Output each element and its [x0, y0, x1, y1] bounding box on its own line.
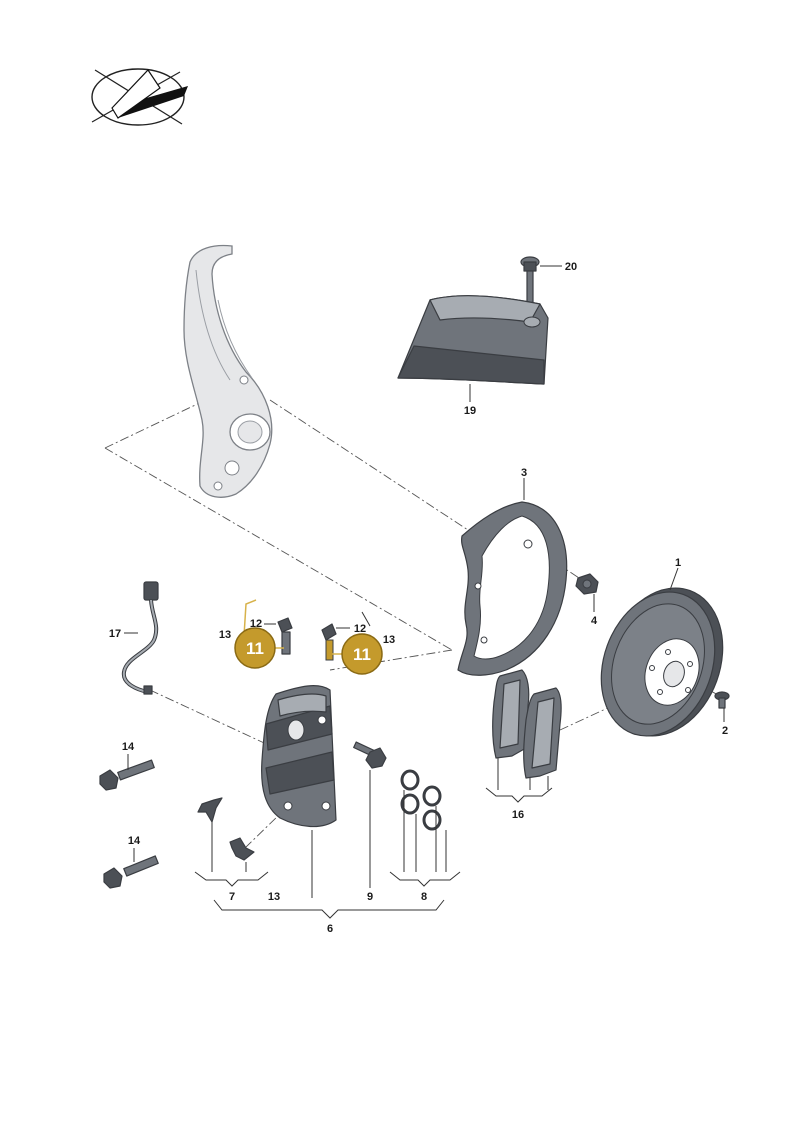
splash-shield-19: [397, 295, 549, 385]
bleeder-screw-left: [277, 617, 293, 655]
callout-3[interactable]: 3: [521, 467, 527, 479]
leader-lines: [124, 265, 725, 919]
callout-19[interactable]: 19: [464, 405, 476, 417]
callout-12-left[interactable]: 12: [250, 618, 262, 630]
callout-1[interactable]: 1: [675, 557, 681, 569]
bolt-4: [575, 573, 599, 595]
bleeder-screw-right: [321, 623, 337, 661]
badge-11-right-label: 11: [353, 645, 371, 664]
bolt-14-upper: [99, 759, 155, 791]
badge-11-left[interactable]: 11: [234, 627, 276, 669]
callout-4[interactable]: 4: [591, 615, 598, 627]
callout-8[interactable]: 8: [421, 891, 427, 903]
callout-labels: 1 2 3 4 6 7 8 9 12 12 13 13 13 14 14 16 …: [109, 261, 728, 935]
callout-14-lower[interactable]: 14: [128, 835, 141, 847]
callout-14-upper[interactable]: 14: [122, 741, 135, 753]
spring-clips-7: [197, 797, 255, 861]
callout-2[interactable]: 2: [722, 725, 728, 737]
callout-17[interactable]: 17: [109, 628, 121, 640]
badge-11-left-label: 11: [246, 639, 264, 658]
callout-6[interactable]: 6: [327, 923, 333, 935]
bolt-14-lower: [103, 855, 159, 889]
callout-7[interactable]: 7: [229, 891, 235, 903]
callout-12-right[interactable]: 12: [354, 623, 366, 635]
screw-2: [714, 691, 730, 709]
manufacturer-logo-icon: [91, 68, 188, 126]
callout-9[interactable]: 9: [367, 891, 373, 903]
brake-disc-1: [600, 587, 724, 737]
callout-20[interactable]: 20: [565, 261, 577, 273]
callout-13-bottom[interactable]: 13: [268, 891, 280, 903]
badge-11-right[interactable]: 11: [341, 633, 383, 675]
bolt-9: [353, 741, 387, 769]
brake-caliper-6: [261, 685, 337, 828]
callout-13-left[interactable]: 13: [219, 629, 231, 641]
callout-16[interactable]: 16: [512, 809, 524, 821]
bolt-20: [520, 256, 540, 316]
seal-rings-8: [400, 769, 442, 831]
brake-pads-16: [492, 669, 562, 779]
steering-knuckle: [183, 244, 273, 498]
brake-shield-3: [457, 501, 568, 676]
callout-13-right[interactable]: 13: [383, 634, 395, 646]
wear-sensor-17: [121, 581, 159, 695]
